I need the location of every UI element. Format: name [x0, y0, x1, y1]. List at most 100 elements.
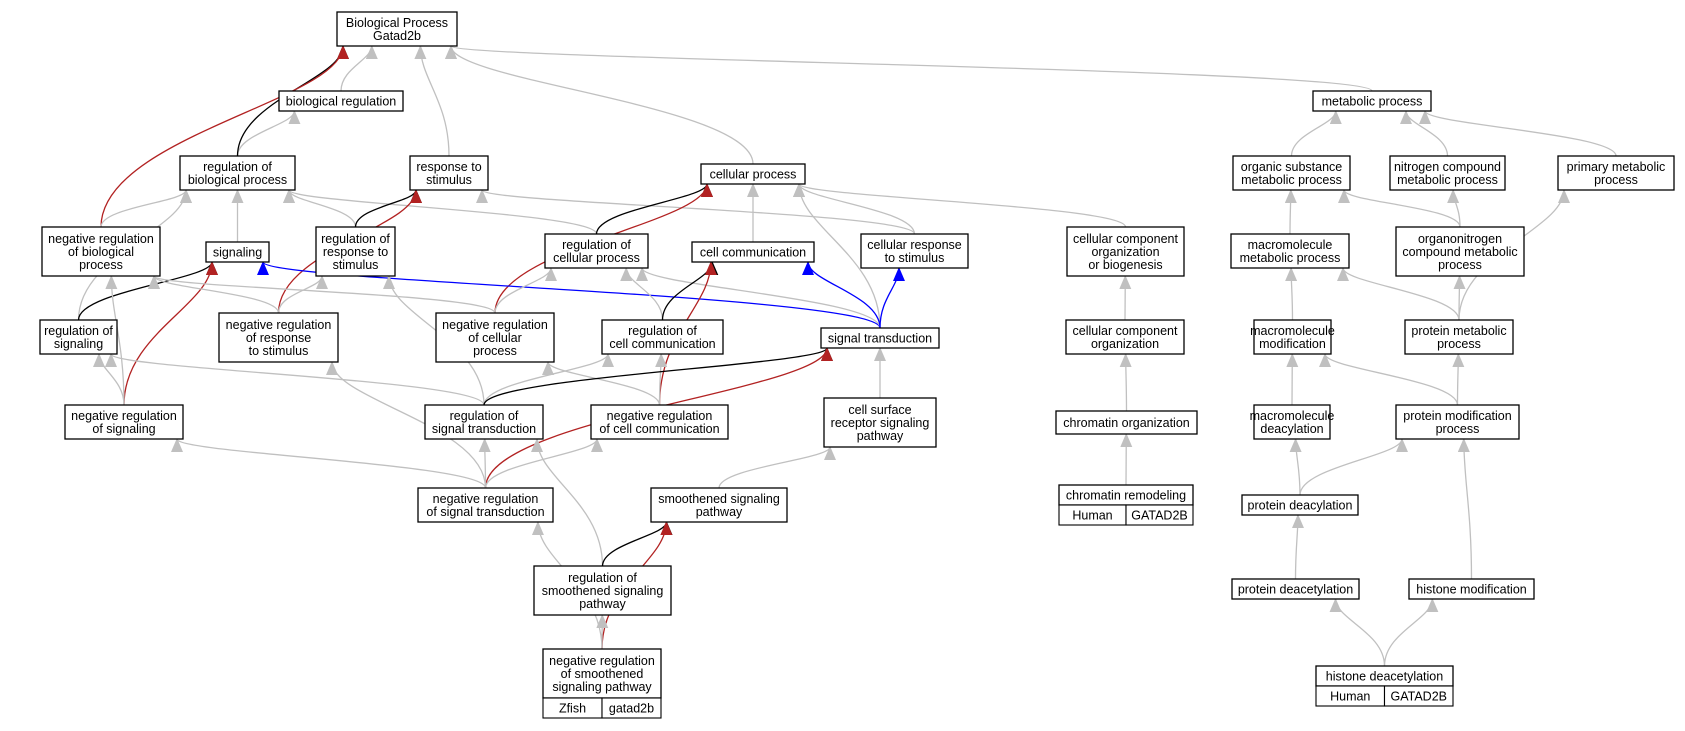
- edge-line: [148, 275, 280, 314]
- node-breg[interactable]: biological regulation: [278, 90, 404, 112]
- node-label-line: process: [1436, 422, 1480, 436]
- node-label-line: regulation of: [450, 409, 519, 423]
- edge-line: [1337, 267, 1460, 321]
- node-pdac[interactable]: protein deacylation: [1241, 494, 1359, 516]
- edge-line: [1291, 514, 1304, 580]
- node-label-line: signal transduction: [828, 332, 932, 346]
- node-label-line: compound metabolic: [1402, 245, 1517, 259]
- edge-rshh-to-rst: [531, 438, 604, 567]
- node-cc[interactable]: cell communication: [691, 241, 815, 263]
- node-label-line: of response: [246, 331, 311, 345]
- node-label-line: signal transduction: [432, 422, 536, 436]
- edge-line: [257, 261, 881, 329]
- node-label-line: response to: [323, 245, 388, 259]
- node-label-line: biological process: [188, 173, 287, 187]
- node-box: [424, 404, 544, 440]
- node-label-line: pathway: [696, 505, 743, 519]
- node-box: [1241, 494, 1359, 516]
- node-box: [1231, 578, 1360, 600]
- node-box: [39, 319, 118, 355]
- edge-line: [1453, 275, 1466, 321]
- node-label-line: metabolic process: [1241, 173, 1342, 187]
- node-box: [823, 397, 937, 448]
- edge-st-to-crs: [879, 267, 905, 329]
- edge-line: [445, 45, 754, 165]
- edge-nrsg-to-rsig: [92, 353, 125, 406]
- node-pdea[interactable]: protein deacetylation: [1231, 578, 1360, 600]
- node-label-line: regulation of: [44, 324, 113, 338]
- node-box: [544, 233, 649, 269]
- node-chro[interactable]: chromatin organization: [1055, 410, 1198, 435]
- node-label-line: of cellular: [468, 331, 522, 345]
- node-st[interactable]: signal transduction: [820, 327, 940, 349]
- edge-hdea-to-hmod: [1383, 598, 1439, 667]
- edge-line: [326, 361, 487, 489]
- node-box: [1065, 319, 1185, 355]
- node-box: [1232, 155, 1351, 191]
- edge-line: [105, 275, 125, 406]
- node-label-line: cellular process: [553, 251, 640, 265]
- node-label-line: smoothened signaling: [542, 584, 664, 598]
- edge-pmop-to-prmp: [1452, 353, 1465, 406]
- tag-box: [1383, 685, 1454, 707]
- tag-box: [601, 697, 662, 719]
- node-box: [1312, 90, 1432, 112]
- node-box: [417, 487, 554, 523]
- gene-tag: gatad2b: [601, 697, 662, 719]
- edge-prmp-to-mmp: [1337, 267, 1460, 321]
- edge-line: [620, 267, 664, 321]
- node-label-line: metabolic process: [1240, 251, 1341, 265]
- node-label-line: organization: [1091, 337, 1159, 351]
- edge-rcc-to-cc: [661, 261, 719, 321]
- node-hmod[interactable]: histone modification: [1408, 578, 1535, 600]
- node-label-line: organonitrogen: [1418, 232, 1502, 246]
- species-label: Human: [1330, 690, 1370, 704]
- node-label-line: of signal transduction: [426, 505, 544, 519]
- edge-line: [595, 183, 713, 235]
- node-label-line: process: [1437, 337, 1481, 351]
- gene-tag: GATAD2B: [1125, 504, 1194, 526]
- node-mp[interactable]: metabolic process: [1312, 90, 1432, 112]
- node-label-line: cellular process: [710, 168, 797, 182]
- edge-layer: [77, 45, 1617, 667]
- edge-breg-to-bp: [340, 45, 378, 92]
- node-cp[interactable]: cellular process: [700, 163, 806, 185]
- edge-line: [92, 353, 125, 406]
- node-label-line: negative regulation: [71, 409, 177, 423]
- node-label-line: to stimulus: [249, 344, 309, 358]
- edge-line: [793, 183, 881, 329]
- node-sig[interactable]: signaling: [205, 241, 270, 263]
